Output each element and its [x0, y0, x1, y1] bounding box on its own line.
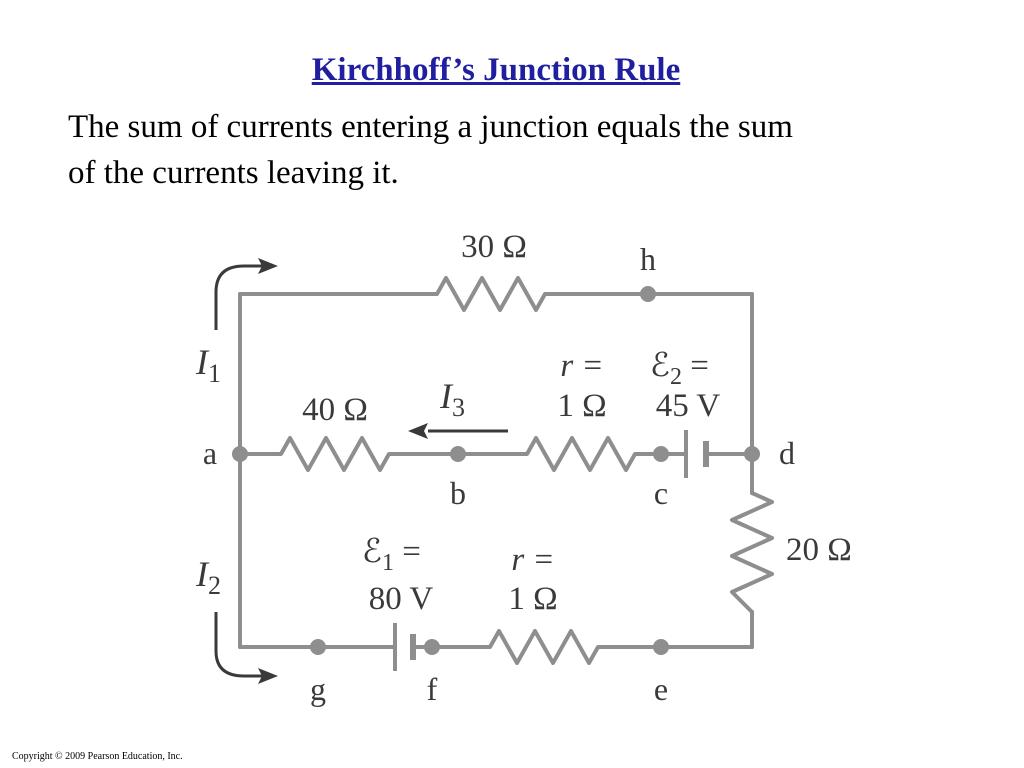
node-h-label: h [640, 241, 656, 277]
internal-r-bottom-label: r = [511, 542, 554, 578]
internal-r-middle-value: 1 Ω [557, 388, 606, 424]
current-i3-label: I3 [439, 376, 465, 422]
node-e-dot [653, 639, 669, 655]
current-i1-symbol: I [195, 342, 210, 382]
arrow-i1-head [258, 258, 278, 274]
node-a-label: a [203, 435, 217, 471]
emf2-equals: = [682, 348, 709, 384]
arrow-i1 [214, 264, 262, 330]
wire-top [238, 276, 754, 312]
current-i2-subscript: 2 [208, 571, 221, 600]
resistor-40-ohm-label: 40 Ω [302, 392, 368, 428]
current-i1-label: I1 [195, 342, 221, 388]
emf2-symbol: ℰ [650, 348, 670, 384]
internal-r-bottom-value: 1 Ω [508, 581, 557, 617]
node-a-dot [232, 446, 248, 462]
node-d-dot [744, 446, 760, 462]
current-i1-subscript: 1 [208, 359, 221, 388]
current-i3-symbol: I [439, 376, 454, 416]
emf1-symbol: ℰ [362, 534, 382, 570]
resistor-30-ohm-label: 30 Ω [461, 229, 527, 265]
emf2-subscript: 2 [670, 364, 682, 390]
emf1-subscript: 1 [382, 550, 394, 576]
emf1-label: ℰ1 = [362, 534, 421, 576]
rule-line-2: of the currents leaving it. [68, 155, 399, 191]
node-g-label: g [310, 671, 326, 707]
emf1-equals: = [394, 534, 421, 570]
wire-bottom-right [411, 629, 754, 665]
node-d-label: d [779, 435, 795, 471]
internal-r-middle-label: r = [560, 348, 603, 384]
rule-statement: The sum of currents entering a junction … [68, 104, 968, 196]
node-f-label: f [427, 671, 438, 707]
arrow-i3-head [408, 423, 428, 439]
emf2-label: ℰ2 = [650, 348, 709, 390]
current-i2-symbol: I [195, 554, 210, 594]
internal-r-middle-symbol: r = [560, 348, 603, 384]
rule-line-1: The sum of currents entering a junction … [68, 109, 793, 145]
emf2-value: 45 V [656, 388, 721, 424]
resistor-20-ohm-label: 20 Ω [786, 532, 852, 568]
resistor-20-ohm [730, 491, 774, 614]
node-c-label: c [654, 475, 668, 511]
node-f-dot [424, 639, 440, 655]
copyright-notice: Copyright © 2009 Pearson Education, Inc. [12, 751, 183, 762]
arrow-i2 [214, 612, 262, 678]
emf1-value: 80 V [369, 581, 434, 617]
node-g-dot [310, 639, 326, 655]
current-i3-subscript: 3 [452, 393, 465, 422]
node-e-label: e [654, 671, 668, 707]
internal-r-bottom-symbol: r = [511, 542, 554, 578]
node-h-dot [640, 286, 656, 302]
slide-title: Kirchhoff’s Junction Rule [311, 52, 681, 88]
node-b-label: b [450, 475, 466, 511]
current-i2-label: I2 [195, 554, 221, 600]
node-b-dot [450, 446, 466, 462]
node-c-dot [653, 446, 669, 462]
arrow-i2-head [258, 668, 278, 684]
